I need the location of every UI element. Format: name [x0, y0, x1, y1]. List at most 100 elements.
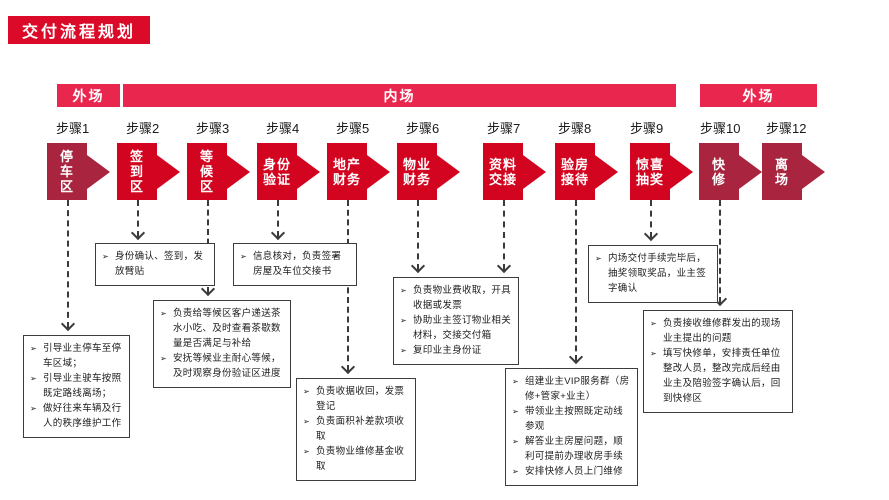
list-item: ➢填写快修单，安排责任单位整改人员，整改完成后经由业主及陪验签字确认后，回到快修… [650, 348, 781, 404]
list-item: ➢信息核对，负责签署房屋及车位交接书 [240, 251, 342, 277]
list-item: ➢解答业主房屋问题，顺利可提前办理收房手续 [512, 436, 624, 462]
list-item: ➢负责物业维修基金收取 [303, 446, 405, 472]
connector-step10 [712, 200, 728, 307]
step-shape-parking: 停 车 区 [47, 143, 110, 200]
arrow-bullet-icon: ➢ [160, 354, 167, 363]
arrow-bullet-icon: ➢ [512, 407, 519, 416]
detail-box-parking: ➢引导业主停车至停车区域； ➢引导业主驶车按照既定路线离场； ➢做好往来车辆及行… [23, 335, 130, 438]
list-item: ➢负责给等候区客户递送茶水小吃、及时查看茶歇数量是否满足与补给 [160, 308, 281, 349]
step-label-7: 步骤7 [487, 121, 521, 136]
arrow-bullet-icon: ➢ [400, 316, 407, 325]
detail-box-lucky-draw: ➢内场交付手续完毕后，抽奖领取奖品，业主签字确认 [588, 245, 718, 303]
arrow-bullet-icon: ➢ [650, 349, 657, 358]
arrow-bullet-icon: ➢ [595, 254, 602, 263]
step-label-3: 步骤3 [196, 121, 230, 136]
step-shape-identity: 身份 验证 [257, 143, 320, 200]
arrow-right-icon [227, 154, 250, 189]
step-shape-lucky-draw: 惊喜 抽奖 [630, 143, 693, 200]
arrow-down-icon [410, 258, 426, 274]
page-title-banner: 交付流程规划 [8, 16, 150, 44]
list-item: ➢引导业主停车至停车区域； [30, 343, 122, 369]
list-item: ➢安排快修人员上门维修 [512, 466, 624, 477]
page-title: 交付流程规划 [21, 24, 136, 41]
arrow-bullet-icon: ➢ [512, 437, 519, 446]
detail-box-identity: ➢信息核对，负责签署房屋及车位交接书 [233, 243, 357, 286]
connector-step9 [643, 200, 659, 242]
arrow-down-icon [340, 359, 356, 375]
arrow-bullet-icon: ➢ [303, 417, 310, 426]
list-item: ➢复印业主身份证 [400, 345, 482, 356]
step-name: 等 候 区 [199, 149, 214, 194]
list-item: ➢负责面积补差款项收取 [303, 416, 405, 442]
arrow-bullet-icon: ➢ [240, 252, 247, 261]
detail-box-waiting: ➢负责给等候区客户递送茶水小吃、及时查看茶歇数量是否满足与补给 ➢安抚等候业主耐… [153, 300, 291, 388]
step-label-2: 步骤2 [126, 121, 160, 136]
step-name: 离 场 [774, 156, 789, 187]
step-label-12: 步骤12 [766, 121, 807, 136]
step-name: 停 车 区 [59, 149, 74, 194]
step-shape-property-finance: 物业 财务 [397, 143, 460, 200]
arrow-right-icon [367, 154, 390, 189]
arrow-right-icon [87, 154, 110, 189]
detail-box-quick-repair: ➢负责接收维修群发出的现场业主提出的问题 ➢填写快修单，安排责任单位整改人员，整… [643, 310, 793, 413]
step-shape-waiting: 等 候 区 [187, 143, 250, 200]
step-shape-departure: 离 场 [762, 143, 825, 200]
step-label-10: 步骤10 [700, 121, 741, 136]
detail-box-inspection: ➢组建业主VIP服务群（房修+管家+业主） ➢带领业主按照既定动线参观 ➢解答业… [505, 368, 638, 486]
arrow-down-icon [130, 225, 146, 241]
list-item: ➢做好往来车辆及行人的秩序维护工作 [30, 403, 122, 429]
step-name: 验房 接待 [560, 156, 589, 187]
step-label-5: 步骤5 [336, 121, 370, 136]
arrow-bullet-icon: ➢ [400, 286, 407, 295]
arrow-down-icon [60, 316, 76, 332]
arrow-right-icon [739, 154, 762, 189]
arrow-bullet-icon: ➢ [30, 374, 37, 383]
arrow-bullet-icon: ➢ [160, 309, 167, 318]
step-label-6: 步骤6 [406, 121, 440, 136]
zone-label: 外场 [72, 87, 105, 104]
list-item: ➢安抚等候业主耐心等候，及时观察身份验证区进度 [160, 353, 281, 379]
step-shape-sign-in: 签 到 区 [117, 143, 180, 200]
list-item: ➢身份确认、签到，发放臂贴 [102, 251, 204, 277]
step-name: 快 修 [711, 156, 726, 187]
list-item: ➢组建业主VIP服务群（房修+管家+业主） [512, 376, 630, 402]
step-name: 签 到 区 [129, 149, 144, 194]
list-item: ➢协助业主签订物业相关材料，交接交付箱 [400, 315, 512, 341]
arrow-bullet-icon: ➢ [650, 319, 657, 328]
detail-box-realestate-finance: ➢负责收据收回，发票登记 ➢负责面积补差款项收取 ➢负责物业维修基金收取 [296, 378, 416, 481]
step-shape-inspection-reception: 验房 接待 [555, 143, 618, 200]
connector-step8 [568, 200, 584, 365]
list-item: ➢负责物业费收取，开具收据或发票 [400, 285, 512, 311]
zone-band-outfield-right: 外场 [700, 84, 817, 107]
connector-step4 [270, 200, 286, 241]
step-name: 物业 财务 [402, 156, 431, 187]
step-label-1: 步骤1 [56, 121, 90, 136]
list-item: ➢带领业主按照既定动线参观 [512, 406, 624, 432]
list-item: ➢负责收据收回，发票登记 [303, 386, 405, 412]
arrow-bullet-icon: ➢ [30, 344, 37, 353]
list-item: ➢负责接收维修群发出的现场业主提出的问题 [650, 318, 781, 344]
arrow-right-icon [297, 154, 320, 189]
arrow-bullet-icon: ➢ [303, 447, 310, 456]
connector-step1 [60, 200, 76, 332]
connector-step2 [130, 200, 146, 241]
list-item: ➢引导业主驶车按照既定路线离场； [30, 373, 122, 399]
arrow-bullet-icon: ➢ [400, 346, 407, 355]
zone-band-outfield-left: 外场 [57, 84, 120, 107]
step-shape-document-handover: 资料 交接 [483, 143, 546, 200]
step-label-8: 步骤8 [558, 121, 592, 136]
detail-box-sign-in: ➢身份确认、签到，发放臂贴 [95, 243, 215, 286]
arrow-bullet-icon: ➢ [30, 404, 37, 413]
arrow-right-icon [802, 154, 825, 189]
arrow-right-icon [595, 154, 618, 189]
arrow-down-icon [568, 349, 584, 365]
connector-step6 [410, 200, 426, 274]
step-name: 惊喜 抽奖 [635, 156, 664, 187]
step-label-4: 步骤4 [266, 121, 300, 136]
arrow-down-icon [496, 258, 512, 274]
arrow-down-icon [643, 226, 659, 242]
step-shape-realestate-finance: 地产 财务 [327, 143, 390, 200]
connector-step7 [496, 200, 512, 274]
step-label-9: 步骤9 [630, 121, 664, 136]
